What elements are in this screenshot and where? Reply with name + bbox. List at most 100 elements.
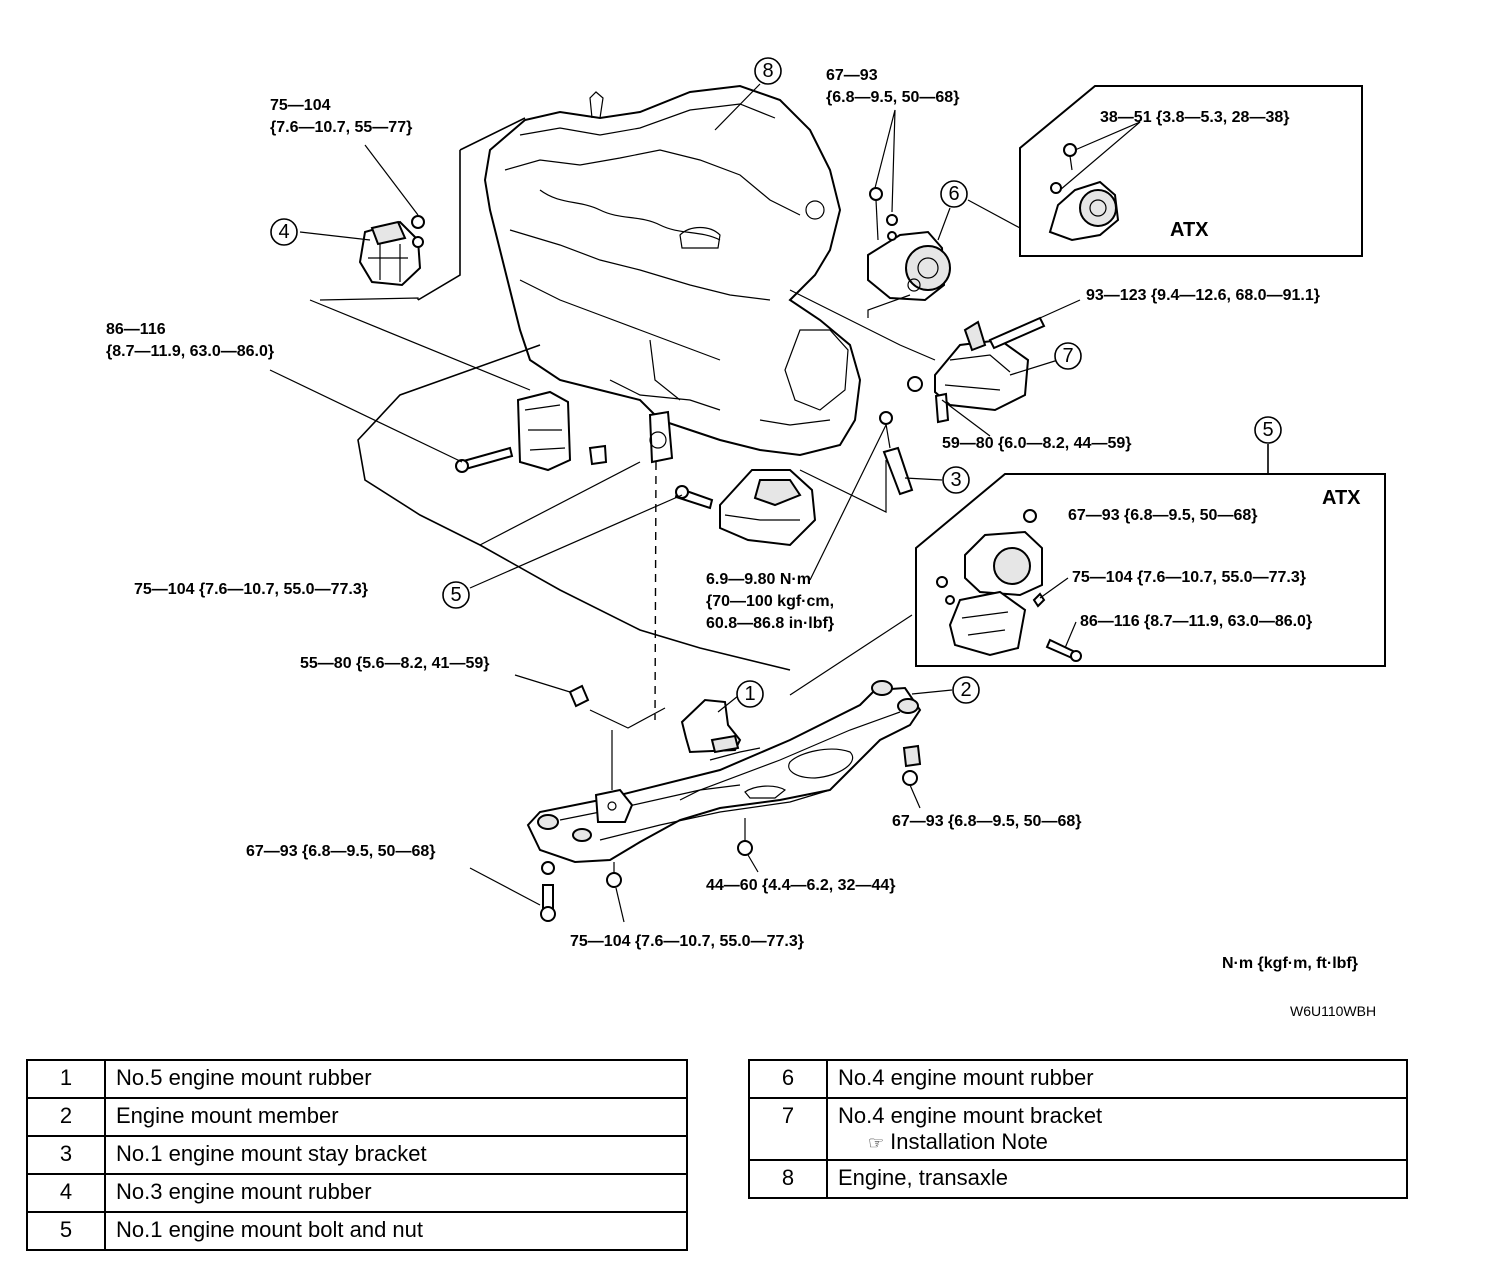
leader-atx6 <box>1059 121 1141 191</box>
leader-t-5bolt <box>479 461 641 546</box>
leader-part2 <box>911 689 953 695</box>
callout-4: 4 <box>270 218 298 246</box>
legend-desc: No.3 engine mount rubber <box>104 1173 688 1213</box>
callout-8: 8 <box>754 57 782 85</box>
no1-mount-illustration <box>648 410 817 547</box>
leader-part8 <box>714 83 761 131</box>
torque-atx5-b: 75—104 {7.6—10.7, 55.0—77.3} <box>1072 569 1306 586</box>
callout-3: 3 <box>942 466 970 494</box>
legend-num: 5 <box>26 1211 106 1251</box>
torque-part7-bolt: 93—123 {9.4—12.6, 68.0—91.1} <box>1086 287 1320 304</box>
table-row: 8 Engine, transaxle <box>748 1159 1408 1199</box>
atx-no4-mount-illustration <box>1048 143 1120 242</box>
legend-num: 3 <box>26 1135 106 1175</box>
callout-5-left: 5 <box>442 581 470 609</box>
svg-text:3: 3 <box>950 469 961 491</box>
torque-part5-bolt: 75—104 {7.6—10.7, 55.0—77.3} <box>134 581 368 598</box>
left-mount-bracket-illustration <box>455 390 608 473</box>
atx-inset-box-bottom <box>915 473 1386 667</box>
callout-1: 1 <box>736 680 764 708</box>
torque-part6-line1: 67—93 <box>826 67 878 84</box>
leader-t-left-member <box>469 867 541 906</box>
legend-desc: Engine, transaxle <box>826 1159 1408 1199</box>
legend-desc: No.5 engine mount rubber <box>104 1059 688 1099</box>
torque-atx5-c: 86—116 {8.7—11.9, 63.0—86.0} <box>1080 613 1312 630</box>
legend-num: 7 <box>748 1097 828 1161</box>
table-row: 4 No.3 engine mount rubber <box>26 1173 688 1213</box>
svg-text:4: 4 <box>278 221 289 243</box>
atx-label-top: ATX <box>1170 219 1209 241</box>
torque-stay-line3: 60.8—86.8 in·lbf} <box>706 615 834 632</box>
torque-part4-line1: 75—104 <box>270 97 331 114</box>
torque-stay-line1: 6.9—9.80 N·m <box>706 571 811 588</box>
torque-left-member: 67—93 {6.8—9.5, 50—68} <box>246 843 435 860</box>
svg-text:1: 1 <box>744 683 755 705</box>
leader-part4 <box>299 231 371 241</box>
legend-table-left: 1 No.5 engine mount rubber 2 Engine moun… <box>26 1059 688 1251</box>
legend-desc-with-note: No.4 engine mount bracket ☞Installation … <box>826 1097 1408 1161</box>
leader-t-right-member <box>909 784 921 809</box>
engine-transaxle-illustration <box>483 84 862 457</box>
leader-part6-atx <box>967 199 1021 229</box>
leader-7-bracket <box>789 289 936 361</box>
leader-t-center-member <box>747 854 759 873</box>
leader-6-down <box>867 294 911 318</box>
table-row: 3 No.1 engine mount stay bracket <box>26 1135 688 1175</box>
svg-text:6: 6 <box>948 183 959 205</box>
engine-bay-outline <box>357 117 791 671</box>
installation-note-link[interactable]: ☞Installation Note <box>838 1129 1396 1155</box>
leader-t4 <box>364 144 419 216</box>
alignment-dash-line <box>654 461 657 721</box>
torque-center-member: 44—60 {4.4—6.2, 32—44} <box>706 877 895 894</box>
leader-t-7bolt <box>1039 299 1081 319</box>
leader-part6 <box>937 207 951 241</box>
atx-inset-box-top <box>1019 85 1363 257</box>
leader-t6 <box>874 109 896 213</box>
legend-num: 2 <box>26 1097 106 1137</box>
legend-table-right: 6 No.4 engine mount rubber 7 No.4 engine… <box>748 1059 1408 1199</box>
leader-t-left <box>269 369 463 463</box>
stay-bracket-illustration <box>879 411 914 496</box>
legend-desc: No.1 engine mount bolt and nut <box>104 1211 688 1251</box>
callout-6: 6 <box>940 180 968 208</box>
units-note: N·m {kgf·m, ft·lbf} <box>1222 955 1358 972</box>
leader-stay-torque <box>799 424 887 581</box>
callout-2: 2 <box>952 676 980 704</box>
legend-desc: No.4 engine mount rubber <box>826 1059 1408 1099</box>
legend-num: 4 <box>26 1173 106 1213</box>
leader-part7 <box>1009 359 1059 376</box>
torque-atx6: 38—51 {3.8—5.3, 28—38} <box>1100 109 1289 126</box>
svg-text:5: 5 <box>1262 419 1273 441</box>
table-row: 6 No.4 engine mount rubber <box>748 1059 1408 1099</box>
legend-num: 8 <box>748 1159 828 1199</box>
table-row: 5 No.1 engine mount bolt and nut <box>26 1211 688 1251</box>
torque-right-member: 67—93 {6.8—9.5, 50—68} <box>892 813 1081 830</box>
torque-atx5-a: 67—93 {6.8—9.5, 50—68} <box>1068 507 1257 524</box>
legend-desc: No.4 engine mount bracket <box>838 1103 1103 1128</box>
torque-left-line1: 86—116 <box>106 321 166 338</box>
atx-no1-mount-illustration <box>936 509 1082 662</box>
table-row: 2 Engine mount member <box>26 1097 688 1137</box>
legend-num: 6 <box>748 1059 828 1099</box>
no4-mount-bracket-illustration <box>907 316 1046 424</box>
callout-7: 7 <box>1054 342 1082 370</box>
torque-part7-nut: 59—80 {6.0—8.2, 44—59} <box>942 435 1131 452</box>
svg-text:7: 7 <box>1062 345 1073 367</box>
leader-part3 <box>904 477 943 481</box>
leader-t-bottom-member <box>615 887 625 923</box>
leader-atx-inset-member <box>789 614 913 696</box>
engine-mount-member-illustration <box>526 680 922 922</box>
pointing-hand-icon: ☞ <box>868 1133 885 1153</box>
legend-desc: No.1 engine mount stay bracket <box>104 1135 688 1175</box>
torque-left-line2: {8.7—11.9, 63.0—86.0} <box>106 343 274 360</box>
leader-member-bolt <box>514 674 666 790</box>
svg-text:5: 5 <box>450 584 461 606</box>
svg-text:8: 8 <box>762 60 773 82</box>
leader-atx5-b <box>1039 577 1069 599</box>
leader-t-7nut <box>941 399 991 437</box>
atx-label-bottom: ATX <box>1322 487 1361 509</box>
torque-member-bolt: 55—80 {5.6—8.2, 41—59} <box>300 655 489 672</box>
torque-part4-line2: {7.6—10.7, 55—77} <box>270 119 412 136</box>
table-row: 1 No.5 engine mount rubber <box>26 1059 688 1099</box>
